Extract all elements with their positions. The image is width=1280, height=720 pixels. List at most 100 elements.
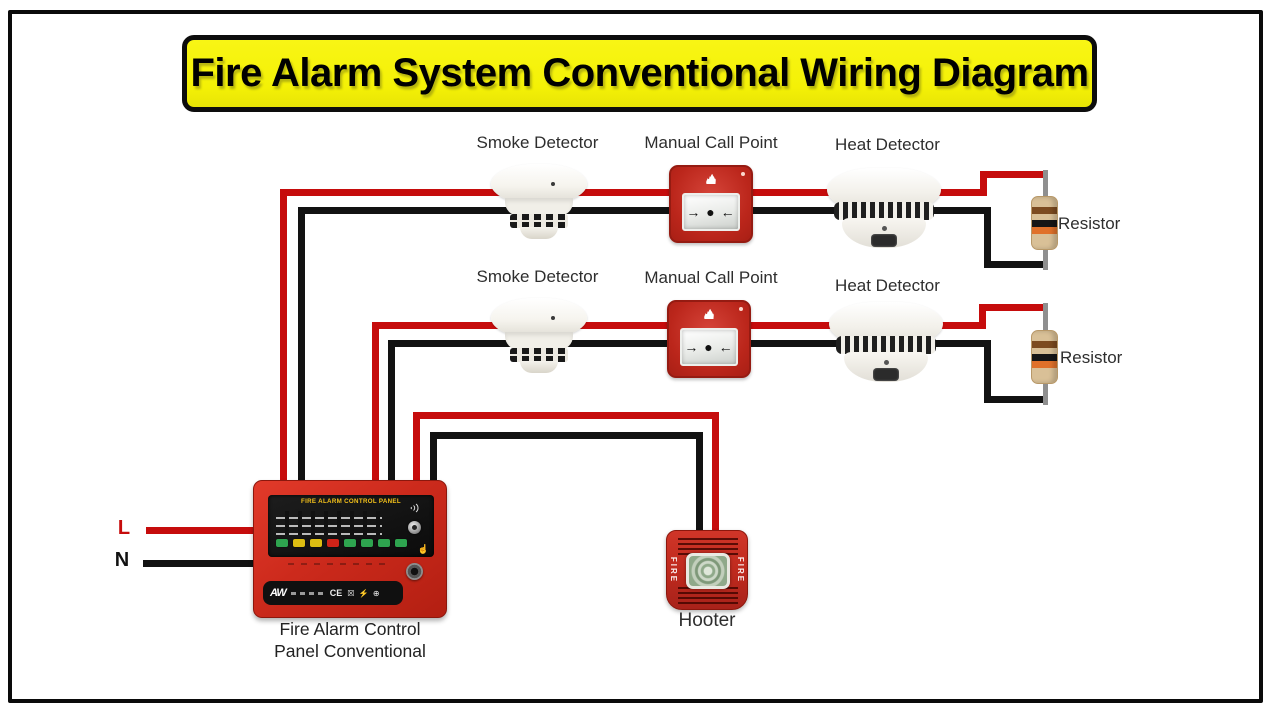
hooter-fire-text-left: FIRE xyxy=(669,556,678,584)
hooter-fire-text-right: FIRE xyxy=(736,556,745,584)
smoke-detector-dome xyxy=(491,164,587,204)
heat-detector-sensor xyxy=(873,368,899,381)
neutral-terminal-label: N xyxy=(114,549,130,571)
zone2-heat-detector xyxy=(829,298,943,390)
zone2-smoke-detector xyxy=(489,292,589,378)
page-title: Fire Alarm System Conventional Wiring Di… xyxy=(190,51,1089,95)
zone1-smoke-detector xyxy=(489,158,589,244)
smoke-detector-led xyxy=(551,182,555,186)
panel-display: FIRE ALARM CONTROL PANEL ☝ xyxy=(268,495,434,557)
zone2-resistor-label: Resistor xyxy=(1060,348,1123,367)
zone1-neutral-wire-drop xyxy=(984,207,991,268)
fire-alarm-control-panel: FIRE ALARM CONTROL PANEL ☝ xyxy=(253,480,447,618)
live-terminal-label: L xyxy=(117,517,131,539)
mcp-glass-element: → ● ← xyxy=(680,328,738,366)
hooter-bottom-vents xyxy=(678,587,738,604)
neutral-input-wire xyxy=(143,560,260,567)
zone2-neutral-wire-riser xyxy=(388,340,395,487)
panel-caption-line2: Panel Conventional xyxy=(274,641,426,661)
smoke-detector-dome xyxy=(491,298,587,338)
panel-caption: Fire Alarm Control Panel Conventional xyxy=(253,618,447,662)
mcp-indicator-led xyxy=(739,307,743,311)
speaker-icon xyxy=(406,501,422,520)
zone1-live-wire-run xyxy=(280,189,987,196)
panel-caption-line1: Fire Alarm Control xyxy=(279,619,421,639)
heat-detector-led xyxy=(884,360,889,365)
zone1-resistor xyxy=(1031,196,1058,250)
panel-knob xyxy=(408,521,421,534)
live-input-wire xyxy=(146,527,260,534)
zone2-smoke-detector-label: Smoke Detector xyxy=(476,267,599,286)
hand-icon: ☝ xyxy=(417,544,429,554)
panel-button-red xyxy=(327,539,339,547)
panel-fine-print xyxy=(288,563,388,565)
ce-mark: CE xyxy=(329,588,343,598)
panel-button-green xyxy=(276,539,288,547)
zone1-neutral-wire-to-resistor xyxy=(984,261,1048,268)
panel-button-yellow xyxy=(310,539,322,547)
zone1-heat-detector-label: Heat Detector xyxy=(835,135,940,154)
title-banner: Fire Alarm System Conventional Wiring Di… xyxy=(182,35,1097,112)
fire-icon xyxy=(702,307,717,325)
panel-button-yellow xyxy=(293,539,305,547)
strobe-light xyxy=(686,553,730,589)
panel-button-green xyxy=(378,539,390,547)
zone1-manual-call-point-label: Manual Call Point xyxy=(644,133,778,152)
led-indicator-grid xyxy=(276,511,382,535)
zone1-neutral-wire-riser xyxy=(298,207,305,487)
smoke-detector-vents xyxy=(510,348,568,362)
panel-button-green xyxy=(395,539,407,547)
zone2-manual-call-point-label: Manual Call Point xyxy=(644,268,778,287)
brand-logo: AW xyxy=(270,587,287,599)
fire-icon xyxy=(704,172,719,190)
smoke-detector-base xyxy=(520,361,558,373)
smoke-detector-body xyxy=(505,198,573,216)
zone2-resistor xyxy=(1031,330,1058,384)
zone1-resistor-label: Resistor xyxy=(1058,214,1121,233)
smoke-detector-led xyxy=(551,316,555,320)
panel-display-title: FIRE ALARM CONTROL PANEL xyxy=(301,498,401,505)
zone1-live-wire-riser xyxy=(280,189,287,487)
smoke-detector-base xyxy=(520,227,558,239)
zone1-heat-detector xyxy=(827,164,941,256)
heat-detector-vents xyxy=(836,336,936,354)
keyhole-icon xyxy=(406,563,423,580)
zone2-neutral-wire-drop xyxy=(984,340,991,403)
zone2-heat-detector-label: Heat Detector xyxy=(835,276,940,295)
heat-detector-led xyxy=(882,226,887,231)
hooter-live-wire-drop xyxy=(712,412,719,540)
heat-detector-sensor xyxy=(871,234,897,247)
rating-text-dashes xyxy=(290,591,325,595)
mcp-press-symbol: → ● ← xyxy=(684,339,734,355)
zone1-live-wire-to-resistor xyxy=(980,171,1048,178)
diagram-border-frame xyxy=(8,10,1263,703)
hooter-live-wire-run xyxy=(413,412,719,419)
hooter-neutral-wire-drop xyxy=(696,432,703,540)
mcp-indicator-led xyxy=(741,172,745,176)
smoke-detector-body xyxy=(505,332,573,350)
zone1-smoke-detector-label: Smoke Detector xyxy=(476,133,599,152)
mcp-glass-element: → ● ← xyxy=(682,193,740,231)
panel-button-green xyxy=(361,539,373,547)
hooter-top-vents xyxy=(678,538,738,555)
zone1-manual-call-point: → ● ← xyxy=(669,165,753,243)
hooter-sounder: FIRE FIRE xyxy=(666,530,748,610)
zone2-neutral-wire-to-resistor xyxy=(984,396,1048,403)
certification-icons: ☒ ⚡ ⊕ xyxy=(347,588,381,598)
mcp-press-symbol: → ● ← xyxy=(686,204,736,220)
hooter-label: Hooter xyxy=(678,610,736,631)
zone2-live-wire-to-resistor xyxy=(979,304,1048,311)
heat-detector-vents xyxy=(834,202,934,220)
zone1-neutral-wire-run xyxy=(298,207,987,214)
zone2-manual-call-point: → ● ← xyxy=(667,300,751,378)
zone1-live-wire-step xyxy=(980,171,987,196)
hooter-neutral-wire-riser xyxy=(430,432,437,487)
smoke-detector-vents xyxy=(510,214,568,228)
panel-rating-label: AW CE ☒ ⚡ ⊕ xyxy=(263,581,403,605)
hooter-neutral-wire-run xyxy=(430,432,703,439)
zone2-live-wire-step xyxy=(979,304,986,329)
zone2-live-wire-riser xyxy=(372,322,379,487)
hooter-live-wire-riser xyxy=(413,412,420,487)
panel-button-green xyxy=(344,539,356,547)
